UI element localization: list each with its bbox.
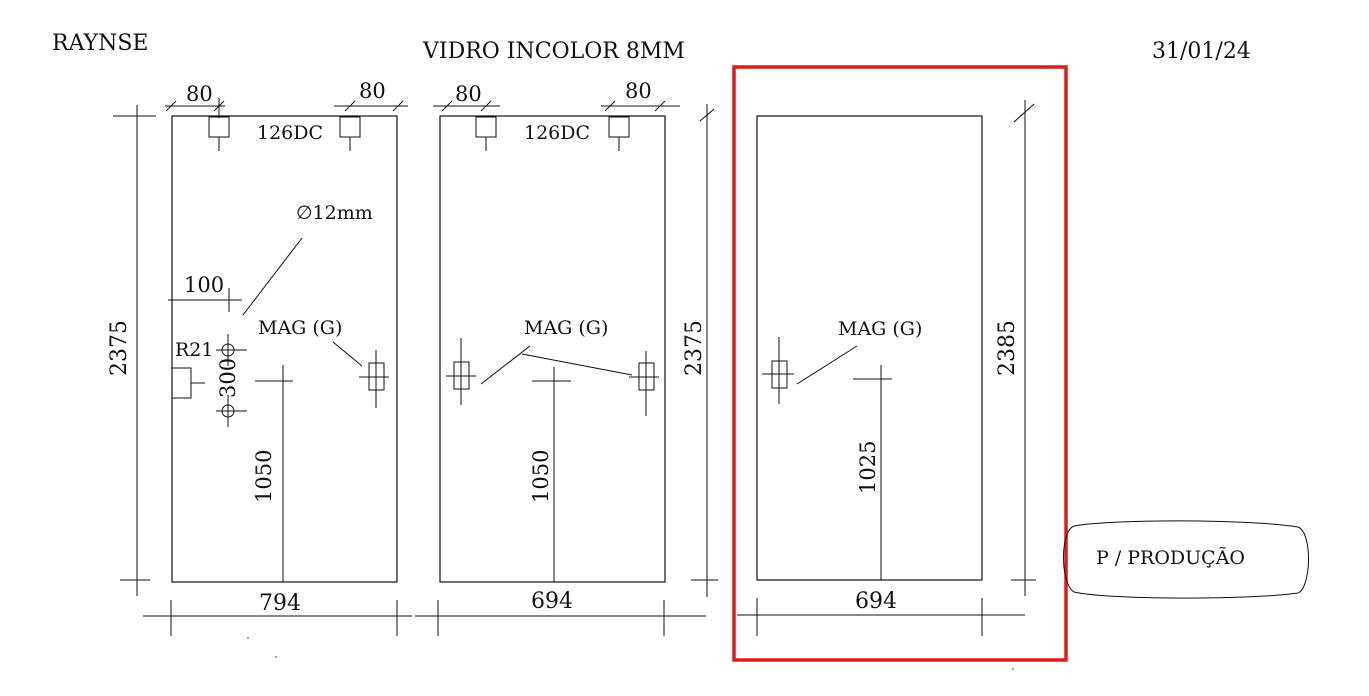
height-dimension-panel-2 [691, 104, 718, 597]
hole-offset-dimension [168, 288, 242, 312]
height-dimension-panel-1 [113, 105, 156, 596]
hole-offset-label: 100 [184, 273, 224, 297]
radius-notch [172, 367, 205, 399]
highlight-frame [732, 65, 1068, 662]
width-label-panel-1: 794 [259, 591, 301, 616]
radius-label: R21 [175, 339, 213, 361]
magnet-symbol-panel-3 [762, 337, 794, 404]
magnet-symbol-panel-2-left [446, 338, 476, 405]
handle-height-dimension-panel-3 [853, 365, 892, 580]
scan-speck [275, 656, 277, 658]
magnet-symbol-panel-2-right [629, 351, 659, 416]
magnet-symbol-panel-1 [359, 350, 389, 408]
hinge-code-label-panel-2: 126DC [524, 122, 590, 144]
hole-symbol-upper [216, 334, 247, 366]
hole-spacing-label: 300 [216, 358, 240, 398]
handle-height-dimension-panel-1 [255, 365, 293, 582]
panel-1: 80 80 126DC ∅12mm 100 R21 [107, 79, 412, 636]
hinge-cutout-right [339, 116, 361, 151]
height-label-panel-1: 2375 [107, 320, 132, 376]
panel-2: 80 80 126DC MAG (G) [415, 79, 718, 636]
hinge-offset-right-label: 80 [359, 79, 386, 103]
hinge-code-label: 126DC [257, 122, 323, 144]
height-dimension-panel-3 [1011, 100, 1036, 596]
hinge-cutout-left-panel-2 [475, 116, 497, 151]
hinge-offset-dimension-right-panel-2 [601, 100, 680, 112]
hinge-offset-left-label-panel-2: 80 [455, 82, 482, 106]
magnet-label-panel-2: MAG (G) [524, 317, 608, 339]
hinge-offset-dimension-right [334, 100, 408, 112]
hole-symbol-lower [216, 395, 247, 427]
scan-speck [247, 637, 249, 639]
height-label-panel-3: 2385 [995, 320, 1020, 376]
hinge-cutout-left [208, 116, 230, 151]
glass-panel-2 [439, 115, 666, 583]
client-name: RAYNSE [52, 31, 148, 56]
panel-3: MAG (G) 1025 2385 694 [737, 100, 1036, 636]
handle-height-dimension-panel-2 [532, 367, 571, 582]
magnet-leader-panel-2b [521, 353, 633, 376]
glass-panel-1 [171, 115, 398, 583]
drawing-date: 31/01/24 [1152, 39, 1251, 64]
handle-height-label-panel-1: 1050 [252, 450, 276, 503]
width-label-panel-2: 694 [531, 589, 573, 614]
production-stamp-label: P / PRODUÇÃO [1096, 547, 1245, 569]
width-dimension-panel-2 [415, 600, 706, 636]
magnet-leader-panel-2a [480, 345, 531, 385]
hinge-offset-dimension-left [165, 98, 225, 118]
magnet-label-panel-1: MAG (G) [258, 317, 342, 339]
handle-height-label-panel-2: 1050 [529, 450, 553, 503]
hinge-offset-dimension-left-panel-2 [433, 100, 500, 112]
handle-height-label-panel-3: 1025 [856, 441, 880, 494]
magnet-label-panel-3: MAG (G) [838, 318, 922, 340]
hole-diameter-leader [242, 237, 303, 316]
production-stamp: P / PRODUÇÃO [1063, 520, 1309, 599]
hole-diameter-label: ∅12mm [296, 202, 373, 224]
width-label-panel-3: 694 [855, 589, 897, 614]
hinge-offset-right-label-panel-2: 80 [625, 79, 652, 103]
glass-panel-3 [756, 115, 983, 581]
magnet-leader-panel-1 [332, 341, 363, 367]
width-dimension-panel-3 [737, 598, 1025, 636]
hinge-offset-left-label: 80 [186, 82, 213, 106]
width-dimension-panel-1 [143, 600, 412, 636]
material-title: VIDRO INCOLOR 8MM [422, 39, 685, 64]
scan-speck [1012, 668, 1014, 670]
magnet-leader-panel-3 [796, 345, 858, 385]
height-label-panel-2: 2375 [682, 320, 707, 376]
hinge-cutout-right-panel-2 [608, 116, 630, 151]
